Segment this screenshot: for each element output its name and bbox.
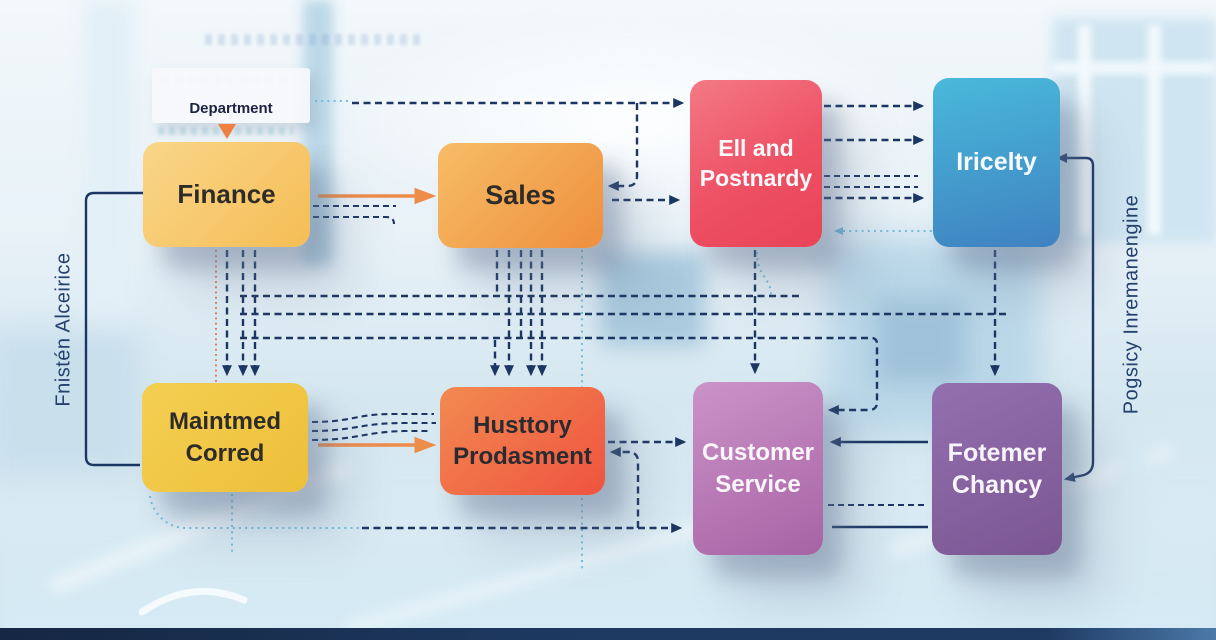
left-axis-label: Fnistén Alceirice bbox=[52, 252, 75, 407]
connectors-middle-column bbox=[581, 250, 1000, 570]
background-floor-arc bbox=[138, 587, 248, 616]
right-axis-label: Pogsicy Inremanengine bbox=[1120, 194, 1143, 415]
ghost-text-row-top bbox=[205, 34, 420, 45]
node-husttory-prodasment: Husttory Prodasment bbox=[440, 387, 605, 495]
node-finance: Finance bbox=[143, 142, 310, 247]
node-fotemer-chancy-label: Fotemer Chancy bbox=[947, 438, 1047, 500]
node-ell-and-postnardy: Ell and Postnardy bbox=[690, 80, 822, 247]
bracket-right bbox=[1056, 153, 1095, 482]
bracket-left bbox=[84, 191, 145, 467]
orange-flow-arrows bbox=[215, 187, 437, 454]
node-customer-service-label: Customer Service bbox=[701, 439, 815, 498]
node-maintmed-corred: Maintmed Corred bbox=[142, 383, 308, 492]
connectors-left-column bbox=[222, 250, 260, 377]
department-label: Department bbox=[189, 100, 273, 117]
node-ell-and-postnardy-label: Ell and Postnardy bbox=[699, 134, 813, 191]
node-iricelty-label: Iricelty bbox=[956, 148, 1037, 177]
department-pointer-triangle bbox=[218, 124, 236, 139]
node-sales: Sales bbox=[438, 143, 603, 248]
node-sales-label: Sales bbox=[485, 179, 556, 210]
node-maintmed-corred-label: Maintmed Corred bbox=[168, 408, 281, 467]
node-iricelty: Iricelty bbox=[933, 78, 1060, 247]
connectors-sales-column bbox=[490, 250, 547, 377]
connectors-horizontal-bus bbox=[240, 294, 1008, 415]
node-fotemer-chancy: Fotemer Chancy bbox=[932, 383, 1062, 555]
node-husttory-prodasment-label: Husttory Prodasment bbox=[453, 411, 592, 470]
node-finance-label: Finance bbox=[177, 178, 276, 209]
connectors-right-bottom bbox=[828, 437, 928, 529]
department-tag: Department bbox=[152, 68, 310, 123]
connectors-bottom-bus bbox=[149, 412, 687, 556]
connectors-top-row bbox=[315, 98, 938, 235]
bottom-edge-bar bbox=[0, 628, 1216, 640]
node-customer-service: Customer Service bbox=[693, 382, 823, 555]
connectors-finance-stubs bbox=[313, 204, 396, 225]
